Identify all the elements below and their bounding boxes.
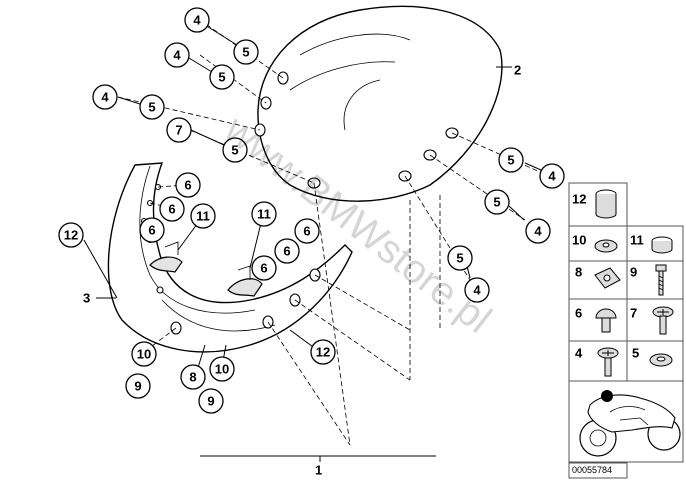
windscreen <box>254 5 503 202</box>
screw-icon <box>655 264 667 296</box>
svg-text:12: 12 <box>572 192 586 207</box>
callout-4: 4 <box>525 218 551 244</box>
svg-text:10: 10 <box>137 347 151 362</box>
svg-text:8: 8 <box>189 370 196 385</box>
panel-item-10: 10 <box>572 233 618 253</box>
callout-6: 6 <box>251 255 277 281</box>
svg-text:6: 6 <box>184 178 191 193</box>
callout-9: 9 <box>198 388 224 414</box>
svg-text:6: 6 <box>575 306 582 321</box>
svg-text:4: 4 <box>548 169 556 184</box>
callout-11: 11 <box>251 201 277 227</box>
callout-5: 5 <box>484 189 510 215</box>
panel-item-5: 5 <box>632 346 673 367</box>
callout-6: 6 <box>159 196 185 222</box>
callout-4: 4 <box>464 277 490 303</box>
svg-text:4: 4 <box>575 346 583 361</box>
phillips-screw-icon <box>597 347 619 377</box>
svg-text:5: 5 <box>632 346 639 361</box>
spacer-sleeve-icon <box>595 189 617 219</box>
svg-text:11: 11 <box>630 233 644 248</box>
callout-5: 5 <box>447 245 473 271</box>
svg-text:6: 6 <box>283 244 290 259</box>
rubber-grommet-icon <box>651 236 673 254</box>
svg-text:10: 10 <box>572 233 586 248</box>
svg-text:12: 12 <box>64 228 78 243</box>
svg-text:11: 11 <box>196 209 210 224</box>
document-number: 00055784 <box>572 465 612 475</box>
svg-text:6: 6 <box>168 202 175 217</box>
svg-text:6: 6 <box>148 223 155 238</box>
callout-6: 6 <box>294 218 320 244</box>
callout-6: 6 <box>274 238 300 264</box>
svg-text:9: 9 <box>630 265 637 280</box>
label-windscreen: 2 <box>514 63 521 78</box>
assembly-lines <box>117 19 541 446</box>
callout-4: 4 <box>92 84 118 110</box>
callout-10: 10 <box>131 341 157 367</box>
callout-5: 5 <box>139 94 165 120</box>
callout-12: 12 <box>310 339 336 365</box>
label-kit: 1 <box>315 463 322 478</box>
callout-5: 5 <box>222 137 248 163</box>
panel-item-12: 12 <box>572 189 617 219</box>
svg-text:5: 5 <box>231 143 238 158</box>
svg-text:9: 9 <box>207 394 214 409</box>
svg-text:10: 10 <box>215 362 229 377</box>
panel-item-6: 6 <box>575 306 617 333</box>
washer-icon <box>649 353 673 367</box>
svg-text:7: 7 <box>175 123 182 138</box>
svg-text:4: 4 <box>101 90 109 105</box>
svg-text:5: 5 <box>456 251 463 266</box>
expanding-rivet-icon <box>595 308 617 333</box>
svg-text:4: 4 <box>534 224 542 239</box>
callout-4: 4 <box>164 42 190 68</box>
callout-12: 12 <box>58 222 84 248</box>
phillips-screw-icon <box>652 306 674 335</box>
panel-item-11: 11 <box>630 233 673 254</box>
callout-11: 11 <box>190 203 216 229</box>
svg-text:5: 5 <box>493 195 500 210</box>
svg-text:8: 8 <box>575 265 582 280</box>
svg-text:5: 5 <box>242 45 249 60</box>
svg-text:9: 9 <box>134 379 141 394</box>
svg-text:5: 5 <box>148 100 155 115</box>
panel-item-8: 8 <box>575 265 621 289</box>
svg-text:6: 6 <box>260 261 267 276</box>
callout-9: 9 <box>125 373 151 399</box>
callout-4: 4 <box>539 163 565 189</box>
callout-5: 5 <box>498 147 524 173</box>
callout-6: 6 <box>175 172 201 198</box>
callout-10: 10 <box>209 356 235 382</box>
label-trim-panel: 3 <box>83 291 90 306</box>
svg-text:11: 11 <box>257 207 271 222</box>
callout-5: 5 <box>233 39 259 65</box>
svg-text:12: 12 <box>316 345 330 360</box>
svg-text:4: 4 <box>473 283 481 298</box>
panel-item-9: 9 <box>630 264 667 296</box>
svg-text:7: 7 <box>630 306 637 321</box>
panel-item-4: 4 <box>575 346 619 377</box>
callout-7: 7 <box>166 117 192 143</box>
callouts: 4 5 4 5 4 5 7 5 5 4 5 4 5 4 6 6 6 11 12 … <box>58 7 565 414</box>
washer-icon <box>594 239 618 253</box>
callout-5: 5 <box>209 64 235 90</box>
svg-text:6: 6 <box>303 224 310 239</box>
callout-4: 4 <box>184 7 210 33</box>
panel-item-7: 7 <box>630 306 674 335</box>
callout-6: 6 <box>139 217 165 243</box>
callout-8: 8 <box>180 364 206 390</box>
svg-text:4: 4 <box>193 13 201 28</box>
svg-text:5: 5 <box>218 70 225 85</box>
motorcycle-icon <box>579 390 681 457</box>
square-nut-icon <box>594 267 621 289</box>
svg-text:4: 4 <box>173 48 181 63</box>
parts-panel: 12 10 11 8 <box>568 182 684 479</box>
svg-text:5: 5 <box>507 153 514 168</box>
